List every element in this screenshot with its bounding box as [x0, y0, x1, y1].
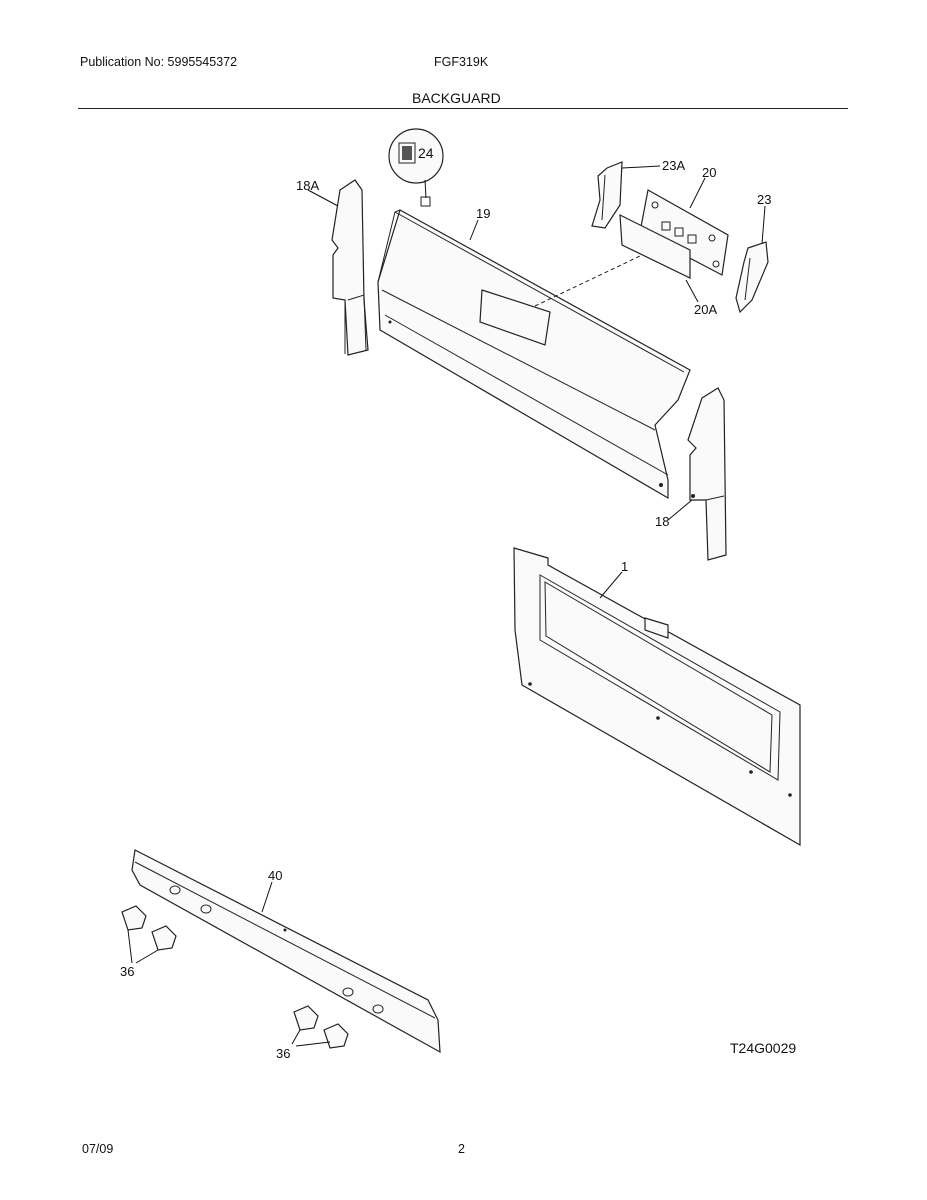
- section-title: BACKGUARD: [412, 90, 501, 106]
- callout-1: 1: [621, 559, 628, 574]
- part-20a-overlay: [619, 213, 691, 279]
- part-23-right-bracket: [735, 241, 769, 314]
- part-40-control-panel: [131, 849, 441, 1054]
- callout-18a: 18A: [296, 178, 319, 193]
- drawing-code: T24G0029: [730, 1040, 796, 1056]
- leader-lines: [127, 165, 766, 1047]
- alignment-line: [534, 255, 641, 307]
- footer-date: 07/09: [82, 1142, 114, 1156]
- callout-23a: 23A: [662, 158, 685, 173]
- callout-20: 20: [702, 165, 716, 180]
- part-23a-left-bracket: [591, 161, 623, 229]
- callout-20a: 20A: [694, 302, 717, 317]
- part-1-rear-panel: [513, 547, 801, 847]
- callout-40: 40: [268, 868, 282, 883]
- part-20-electronic-control: [639, 189, 729, 276]
- callout-19: 19: [476, 206, 490, 221]
- page-number: 2: [458, 1142, 465, 1156]
- part-18-right-end-cap: [687, 387, 727, 561]
- part-24-switch: [388, 128, 444, 207]
- publication-number: Publication No: 5995545372: [80, 55, 238, 69]
- header-rule: [78, 108, 848, 109]
- callout-23: 23: [757, 192, 771, 207]
- callout-24: 24: [418, 145, 434, 161]
- model-number: FGF319K: [434, 55, 489, 69]
- callout-18: 18: [655, 514, 669, 529]
- part-19-backguard-panel: [377, 209, 691, 500]
- callout-36-right: 36: [276, 1046, 290, 1061]
- part-36-knobs: [121, 905, 349, 1049]
- callout-36-left: 36: [120, 964, 134, 979]
- part-18a-left-end-cap: [331, 179, 369, 356]
